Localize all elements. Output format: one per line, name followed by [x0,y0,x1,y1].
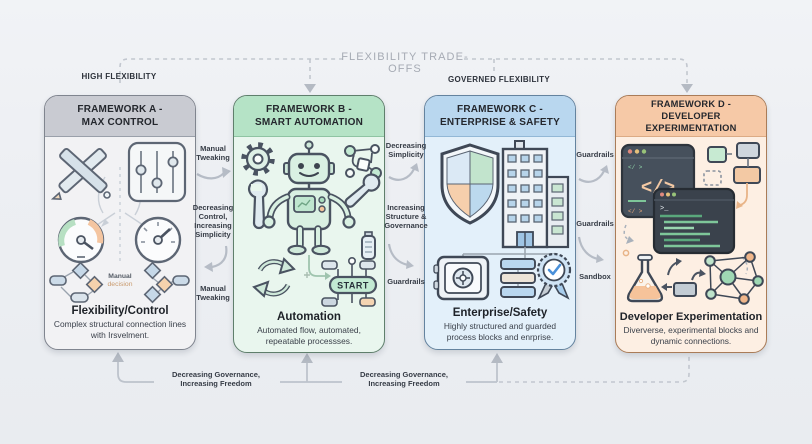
arrow-upright-to-card-d [600,165,609,174]
framework-b-card: FRAMEWORK B - SMART AUTOMATION [233,95,385,353]
robot-icon [262,140,356,256]
framework-b-description: Automated flow, automated, repeatable pr… [257,325,361,346]
label-bc-bottom: Guardrails [387,277,425,286]
arrow-down-to-card-d [681,84,693,93]
label-cd-middle: Guardrails [576,219,614,228]
experiment-arrows [661,258,706,297]
label-ab-bottom: Manual Tweaking [196,284,230,302]
arrow-right-to-card-b [222,167,231,178]
gap-cd-arrows [577,170,605,261]
framework-c-header-line2: ENTERPRISE & SAFETY [440,117,560,128]
framework-d-header: FRAMEWORK D - DEVELOPER EXPERIMENTATION [616,96,766,137]
sliders-panel-icon [127,141,187,203]
label-ab-middle: Decreasing Control, Increasing Simplicit… [192,203,234,239]
terminal-icon: >_ [652,187,736,255]
manual-decision-label-line1: Manual [108,273,132,280]
flask-icon [626,254,664,303]
arrow-up-to-card-b [301,353,313,363]
framework-b-title: Automation [277,311,341,323]
label-cd-top: Guardrails [576,150,614,159]
pencil-pen-cross-icon [50,148,111,201]
framework-a-header-line2: MAX CONTROL [81,117,159,128]
arrow-downright-bc [406,260,414,269]
framework-a-title: Flexibility/Control [71,305,169,317]
framework-d-header-line1: FRAMEWORK D - [650,98,732,109]
label-ab-top: Manual Tweaking [196,144,230,162]
label-cd-bottom: Sandbox [579,272,611,281]
framework-a-description: Complex structural connection lines with… [53,319,187,340]
start-node-icon: START [304,255,378,307]
colored-gauge-icon [57,216,105,264]
svg-text:</ >: </ > [628,164,643,171]
bottom-loop-label-1: Decreasing Governance, Increasing Freedo… [172,370,260,389]
certificate-badge-icon [536,252,572,300]
network-graph-icon [704,251,764,305]
framework-d-illustration: </ > </> </ > >_ [620,142,764,305]
arrow-downright-cd [596,254,604,263]
arrow-up-to-card-a [112,352,124,362]
framework-d-card: FRAMEWORK D - DEVELOPER EXPERIMENTATION … [615,95,767,353]
framework-c-title: Enterprise/Safety [452,307,548,319]
wrench-icon-right [344,173,381,208]
bottom-dashed-from-card-d [499,353,690,383]
framework-a-card: FRAMEWORK A - MAX CONTROL [44,95,196,350]
plain-gauge-icon [134,216,182,264]
framework-b-illustration: START [241,140,382,307]
bottom-loop-label-2: Decreasing Governance, Increasing Freedo… [360,370,448,389]
framework-d-description: Diververse, experimental blocks and dyna… [623,325,759,346]
high-flexibility-label: HIGH FLEXIBILITY [81,72,157,81]
building-icon [501,140,570,249]
label-bc-middle: Increasing Structure & Governance [384,203,428,230]
arrow-upright-to-card-c [410,163,419,172]
dot-decoration [622,249,630,257]
framework-b-header: FRAMEWORK B - SMART AUTOMATION [234,96,384,137]
battery-icon [361,231,376,260]
bg-arrowhead [101,219,109,227]
label-bc-top: Decreasing Simplicity [385,141,427,159]
arrow-left-to-card-a [204,262,213,272]
manual-flowchart-icon: Manual decision [49,261,190,304]
framework-c-header-line1: FRAMEWORK C - [457,103,543,115]
framework-c-card: FRAMEWORK C - ENTERPRISE & SAFETY [424,95,576,350]
arrow-up-to-card-c [491,353,503,363]
blocks-icon [703,142,761,209]
start-button-label: START [337,281,369,291]
framework-c-header: FRAMEWORK C - ENTERPRISE & SAFETY [425,96,575,137]
svg-text:</ >: </ > [628,208,643,215]
stacked-blocks-icon [500,258,536,298]
plus-sparkle [304,272,310,278]
safe-icon [433,255,490,301]
node-graph-icon [344,144,382,179]
checkmark-icon [547,263,562,276]
framework-c-description: Highly structured and guarded process bl… [443,321,557,342]
arrow-down-to-card-b [304,84,316,93]
framework-b-header-line1: FRAMEWORK B - [266,103,352,115]
dashed-arrowhead [626,236,634,244]
framework-d-title: Developer Experimentation [619,311,763,323]
framework-b-header-line2: SMART AUTOMATION [254,117,363,128]
shield-icon [440,143,500,225]
framework-a-illustration: Manual decision [49,141,190,304]
block-icon [673,282,697,297]
manual-decision-label-line2: decision [108,281,133,288]
governed-flexibility-label: GOVERNED FLEXIBILITY [447,75,550,84]
framework-a-header-line1: FRAMEWORK A - [77,103,163,115]
svg-text:>_: >_ [660,205,669,213]
framework-d-header-line2: DEVELOPER EXPERIMENTATION [645,110,737,134]
framework-a-header: FRAMEWORK A - MAX CONTROL [45,96,195,137]
gear-icon [241,142,275,176]
recycle-arrows-icon [252,257,296,298]
framework-c-illustration [433,140,572,301]
diagram-title: FLEXIBILITY TRADE-OFFS [341,51,469,75]
